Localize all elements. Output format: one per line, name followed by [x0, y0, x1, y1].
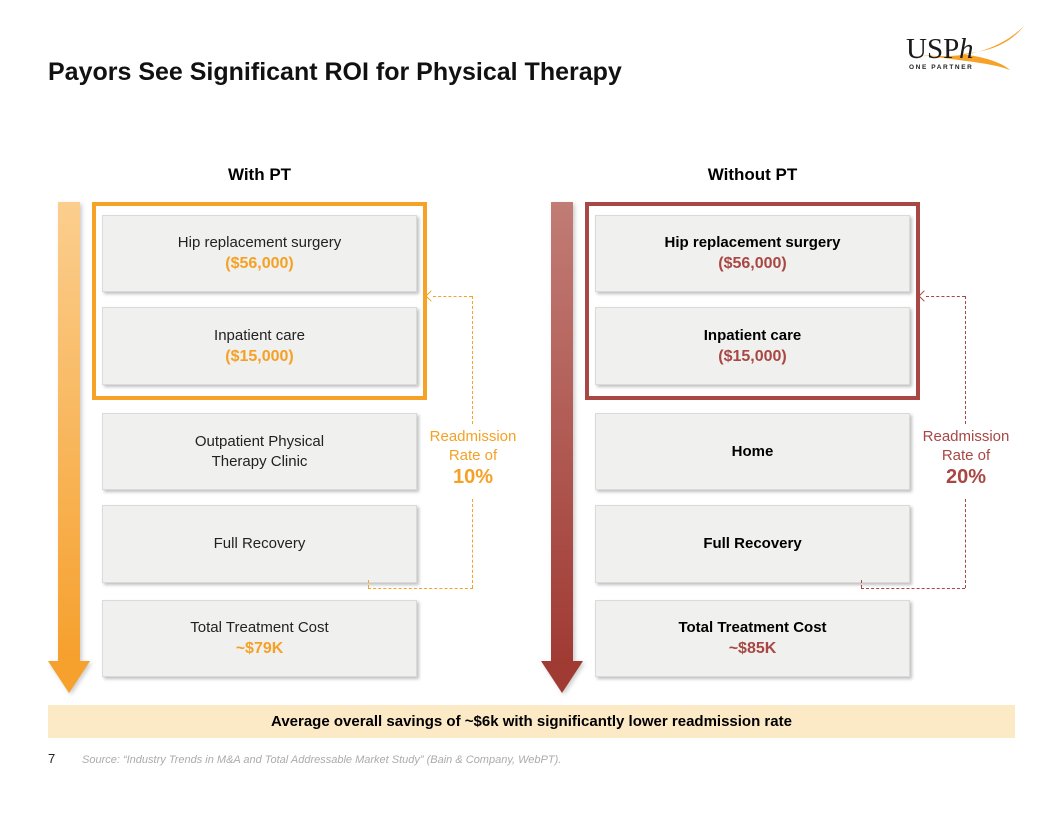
page-number: 7 — [48, 751, 56, 766]
column-heading-with-pt: With PT — [227, 165, 292, 184]
dashed-connector — [861, 588, 965, 589]
dashed-connector — [368, 588, 473, 589]
savings-banner: Average overall savings of ~$6k with sig… — [48, 705, 1015, 738]
arrow-head-icon — [48, 661, 90, 693]
dashed-connector — [433, 296, 472, 297]
step-box-outpatient-pt: Outpatient Physical Therapy Clinic — [102, 413, 417, 490]
step-label: Home — [731, 442, 774, 460]
step-label: Inpatient care — [214, 326, 305, 344]
downward-arrow-with-pt — [48, 202, 90, 693]
readmission-text-line2: Rate of — [448, 447, 498, 464]
readmission-rate-value: 20% — [945, 466, 987, 488]
total-cost-value: ~$79K — [235, 640, 284, 657]
readmission-annotation-without-pt: Readmission Rate of 20% — [901, 427, 1031, 490]
step-cost: ($56,000) — [225, 255, 294, 272]
dashed-connector — [861, 580, 862, 588]
step-label: Full Recovery — [703, 535, 802, 552]
column-heading-without-pt: Without PT — [707, 165, 798, 184]
hospital-phase-outline-without-pt — [585, 202, 920, 400]
readmission-text-line2: Rate of — [941, 447, 991, 464]
step-label: Hip replacement surgery — [664, 234, 841, 251]
step-cost: ($56,000) — [718, 255, 787, 272]
hospital-phase-outline-with-pt — [92, 202, 427, 400]
arrow-head-icon — [541, 661, 583, 693]
step-label: Total Treatment Cost — [190, 619, 329, 636]
readmission-annotation-with-pt: Readmission Rate of 10% — [408, 427, 538, 490]
step-cost: ($15,000) — [718, 347, 787, 365]
readmission-rate-value: 10% — [452, 466, 494, 488]
step-label: Full Recovery — [213, 535, 306, 552]
logo-text-h: h — [959, 33, 974, 65]
step-box-total-cost: Total Treatment Cost ~$85K — [595, 600, 910, 677]
dashed-connector — [472, 499, 473, 588]
step-box-hip-replacement: Hip replacement surgery ($56,000) — [102, 215, 417, 292]
step-box-home: Home — [595, 413, 910, 490]
step-cost: ($15,000) — [225, 347, 294, 365]
step-label: Hip replacement surgery — [177, 234, 342, 251]
arrow-shaft — [58, 202, 80, 661]
logo-text: USP — [906, 33, 959, 65]
step-label: Inpatient care — [703, 326, 802, 344]
dashed-connector — [926, 296, 965, 297]
downward-arrow-without-pt — [541, 202, 583, 693]
step-box-full-recovery: Full Recovery — [102, 505, 417, 583]
readmission-text-line1: Readmission — [922, 428, 1010, 445]
step-box-inpatient-care: Inpatient care ($15,000) — [595, 307, 910, 385]
step-box-inpatient-care: Inpatient care ($15,000) — [102, 307, 417, 385]
step-label-line2: Therapy Clinic — [211, 452, 308, 470]
slide-title: Payors See Significant ROI for Physical … — [48, 58, 622, 86]
left-arrowhead-icon — [425, 290, 437, 302]
logo-tagline: ONE PARTNER — [909, 64, 973, 71]
step-box-full-recovery: Full Recovery — [595, 505, 910, 583]
dashed-connector — [368, 580, 369, 588]
step-box-hip-replacement: Hip replacement surgery ($56,000) — [595, 215, 910, 292]
step-box-total-cost: Total Treatment Cost ~$79K — [102, 600, 417, 677]
dashed-connector — [965, 296, 966, 424]
readmission-text-line1: Readmission — [429, 428, 517, 445]
usph-logo: USP h ONE PARTNER — [906, 26, 1024, 71]
arrow-shaft — [551, 202, 573, 661]
dashed-connector — [965, 499, 966, 588]
dashed-connector — [472, 296, 473, 424]
step-label: Total Treatment Cost — [678, 619, 827, 636]
total-cost-value: ~$85K — [728, 640, 777, 657]
source-citation: Source: “Industry Trends in M&A and Tota… — [82, 754, 562, 766]
left-arrowhead-icon — [918, 290, 930, 302]
step-label-line1: Outpatient Physical — [194, 432, 325, 450]
